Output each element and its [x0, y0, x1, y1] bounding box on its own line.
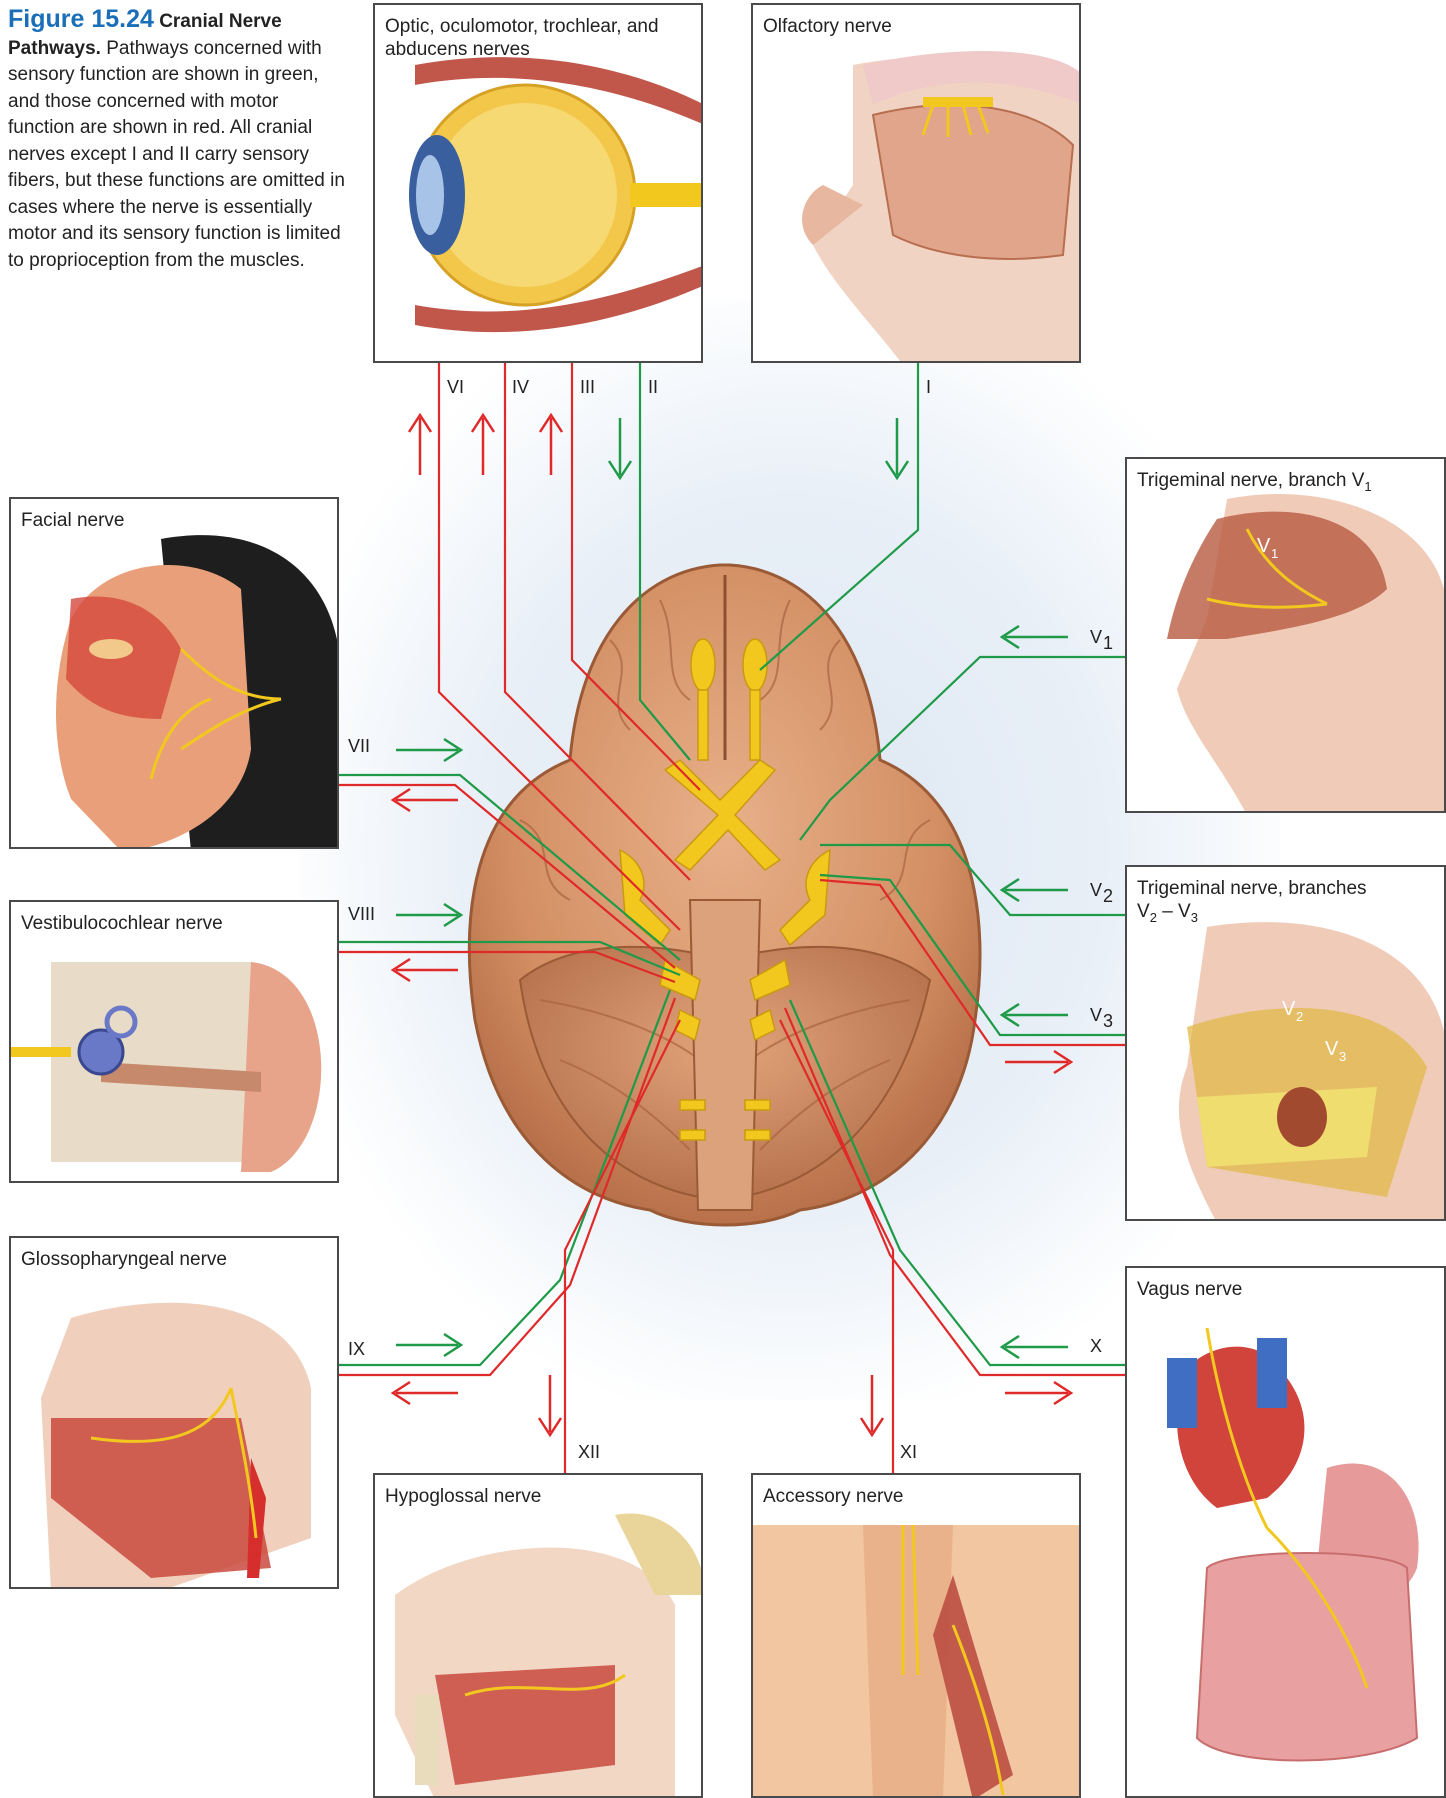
vagus-illustration: [1127, 1268, 1446, 1798]
panel-hypoglossal: Hypoglossal nerve: [373, 1473, 703, 1798]
label-nerve-v3: V 3: [1090, 1005, 1113, 1031]
panel-trigeminal-v2-v3: Trigeminal nerve, branches V2 – V3 V 2 V…: [1125, 865, 1446, 1221]
panel-vestibulocochlear: Vestibulocochlear nerve: [9, 900, 339, 1183]
label-nerve-ii: II: [648, 377, 658, 397]
label-nerve-xi: XI: [900, 1442, 917, 1462]
ear-illustration: [11, 902, 339, 1183]
label-nerve-vii: VII: [348, 736, 370, 756]
panel-accessory: Accessory nerve: [751, 1473, 1081, 1798]
svg-text:3: 3: [1339, 1049, 1346, 1064]
label-nerve-xii: XII: [578, 1442, 600, 1462]
svg-text:2: 2: [1103, 886, 1113, 906]
svg-text:V: V: [1325, 1038, 1339, 1060]
panel-glossopharyngeal: Glossopharyngeal nerve: [9, 1236, 339, 1589]
svg-text:2: 2: [1296, 1009, 1303, 1024]
svg-text:V: V: [1090, 627, 1102, 647]
panel-optic-oculomotor-trochlear-abducens: Optic, oculomotor, trochlear, and abduce…: [373, 3, 703, 363]
hypoglossal-illustration: [375, 1475, 703, 1798]
panel-label-facial: Facial nerve: [21, 509, 125, 532]
panel-label-accessory: Accessory nerve: [763, 1485, 903, 1508]
panel-trigeminal-v1: Trigeminal nerve, branch V1 V 1: [1125, 457, 1446, 813]
trigeminal-v1-illustration: V 1: [1127, 459, 1446, 813]
svg-text:1: 1: [1103, 633, 1113, 653]
svg-text:3: 3: [1103, 1011, 1113, 1031]
panel-vagus: Vagus nerve: [1125, 1266, 1446, 1798]
brain-inferior-view: [469, 565, 980, 1225]
panel-label-hypoglossal: Hypoglossal nerve: [385, 1485, 541, 1508]
svg-text:1: 1: [1271, 546, 1278, 561]
label-nerve-v1: V 1: [1090, 627, 1113, 653]
accessory-nerve-illustration: [753, 1475, 1081, 1798]
label-nerve-ix: IX: [348, 1339, 365, 1359]
svg-text:V: V: [1282, 998, 1296, 1020]
label-nerve-iii: III: [580, 377, 595, 397]
facial-nerve-illustration: [11, 499, 339, 849]
label-nerve-vi: VI: [447, 377, 464, 397]
glossopharyngeal-illustration: [11, 1238, 339, 1589]
svg-text:V: V: [1090, 880, 1102, 900]
panel-label-vagus: Vagus nerve: [1137, 1278, 1242, 1301]
label-nerve-i: I: [926, 377, 931, 397]
label-nerve-v2: V 2: [1090, 880, 1113, 906]
label-nerve-iv: IV: [512, 377, 529, 397]
svg-text:V: V: [1090, 1005, 1102, 1025]
panel-facial: Facial nerve: [9, 497, 339, 849]
panel-label-trigeminal-v1: Trigeminal nerve, branch V1: [1137, 469, 1372, 498]
panel-label-olfactory: Olfactory nerve: [763, 15, 892, 38]
panel-label-optic: Optic, oculomotor, trochlear, and abduce…: [385, 15, 685, 61]
label-nerve-viii: VIII: [348, 904, 375, 924]
panel-label-glossopharyngeal: Glossopharyngeal nerve: [21, 1248, 227, 1271]
panel-olfactory: Olfactory nerve: [751, 3, 1081, 363]
panel-label-trigeminal-v2-v3: Trigeminal nerve, branches V2 – V3: [1137, 877, 1367, 929]
label-nerve-x: X: [1090, 1336, 1102, 1356]
nasal-cavity-illustration: [753, 5, 1081, 363]
panel-label-vestibulocochlear: Vestibulocochlear nerve: [21, 912, 223, 935]
